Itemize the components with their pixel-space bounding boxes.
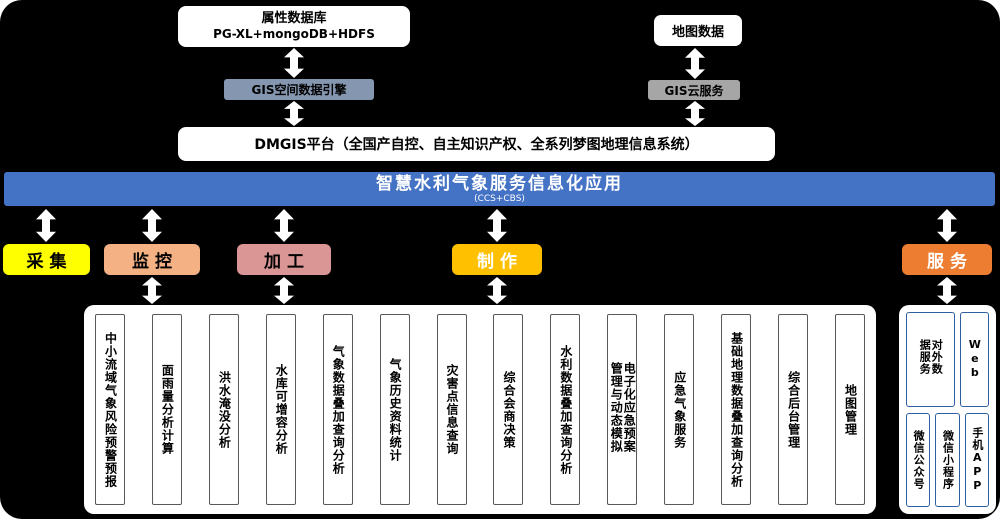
double-arrow-icon: [487, 209, 507, 242]
external-data-service-label: 对外数据服务: [918, 339, 944, 376]
module-label: 水利数据叠加查询分析: [558, 344, 573, 475]
map-data-label: 地图数据: [671, 25, 724, 40]
module-box: 水库可增容分析: [265, 314, 296, 505]
external-data-service-cell: 对外数据服务: [906, 312, 955, 407]
wechat-mini-label: 微信小程序: [941, 429, 955, 490]
module-box: 面雨量分析计算: [151, 314, 182, 505]
double-arrow-icon: [487, 277, 507, 304]
web-cell: Web: [959, 312, 989, 407]
module-box: 气象数据叠加查询分析: [322, 314, 353, 505]
stage-process-label: 加工: [264, 252, 310, 272]
module-label: 综合会商决策: [501, 370, 516, 449]
application-banner: 智慧水利气象服务信息化应用 (CCS+CBS): [4, 172, 995, 206]
double-arrow-icon: [284, 101, 304, 126]
gis-cloud-service-label: GIS云服务: [664, 83, 724, 98]
gis-spatial-engine-label: GIS空间数据引擎: [251, 83, 347, 97]
double-arrow-icon: [142, 209, 162, 242]
module-label: 地图管理: [843, 383, 858, 436]
services-panel-top-row: 对外数据服务 Web: [906, 312, 989, 407]
double-arrow-icon: [937, 277, 957, 304]
wechat-mini-cell: 微信小程序: [935, 412, 960, 507]
map-data-box: 地图数据: [654, 15, 742, 46]
web-label: Web: [968, 338, 982, 381]
gis-spatial-engine-box: GIS空间数据引擎: [224, 79, 374, 100]
module-label: 气象数据叠加查询分析: [331, 344, 346, 475]
module-box: 地图管理: [834, 314, 865, 505]
application-banner-title: 智慧水利气象服务信息化应用: [376, 173, 623, 194]
module-box: 综合会商决策: [493, 314, 524, 505]
module-box: 综合后台管理: [778, 314, 809, 505]
module-label: 气象历史资料统计: [388, 357, 403, 462]
double-arrow-icon: [274, 277, 294, 304]
dmgis-platform-bar: DMGIS平台（全国产自控、自主知识产权、全系列梦图地理信息系统）: [178, 127, 775, 161]
module-label: 洪水淹没分析: [217, 370, 232, 449]
module-label: 灾害点信息查询: [445, 364, 460, 455]
attribute-database-subtitle: PG-XL+mongoDB+HDFS: [213, 27, 375, 41]
double-arrow-icon: [142, 277, 162, 304]
module-box: 洪水淹没分析: [208, 314, 239, 505]
module-label: 水库可增容分析: [274, 364, 289, 455]
module-label: 中小流域气象风险预警预报: [103, 331, 118, 488]
module-box: 应急气象服务: [664, 314, 695, 505]
module-box: 水利数据叠加查询分析: [550, 314, 581, 505]
mobile-app-label: 手机APP: [970, 426, 984, 493]
stage-produce-label: 制作: [477, 252, 523, 272]
module-box: 电子化应急预案管理与动态模拟: [607, 314, 638, 505]
stage-collect-label: 采集: [26, 252, 73, 272]
stage-process: 加工: [237, 244, 331, 275]
module-box: 气象历史资料统计: [379, 314, 410, 505]
wechat-official-label: 微信公众号: [912, 429, 926, 490]
gis-cloud-service-box: GIS云服务: [648, 80, 740, 100]
module-label: 面雨量分析计算: [160, 364, 175, 455]
mobile-app-cell: 手机APP: [964, 412, 989, 507]
attribute-database-box: 属性数据库 PG-XL+mongoDB+HDFS: [178, 6, 410, 47]
stage-monitor-label: 监控: [132, 252, 178, 272]
module-box: 灾害点信息查询: [436, 314, 467, 505]
double-arrow-icon: [36, 209, 56, 242]
stage-service: 服务: [902, 244, 992, 275]
application-banner-subtitle: (CCS+CBS): [474, 193, 525, 204]
module-label: 应急气象服务: [672, 370, 687, 449]
module-label: 电子化应急预案管理与动态模拟: [609, 362, 637, 453]
double-arrow-icon: [937, 209, 957, 242]
double-arrow-icon: [274, 209, 294, 242]
double-arrow-icon: [685, 101, 705, 126]
stage-collect: 采集: [3, 244, 90, 275]
double-arrow-icon: [685, 48, 705, 79]
module-box: 中小流域气象风险预警预报: [95, 314, 125, 505]
stage-service-label: 服务: [927, 252, 973, 272]
module-box: 基础地理数据叠加查询分析: [721, 314, 752, 505]
services-panel: 对外数据服务 Web 微信公众号 微信小程序 手机APP: [899, 305, 996, 514]
services-panel-bottom-row: 微信公众号 微信小程序 手机APP: [906, 412, 989, 507]
wechat-official-cell: 微信公众号: [906, 412, 931, 507]
module-label: 基础地理数据叠加查询分析: [729, 331, 744, 488]
attribute-database-title: 属性数据库: [261, 11, 327, 26]
module-label: 综合后台管理: [786, 370, 801, 449]
modules-panel: 中小流域气象风险预警预报 面雨量分析计算 洪水淹没分析 水库可增容分析 气象数据…: [84, 305, 876, 514]
stage-monitor: 监控: [104, 244, 200, 275]
double-arrow-icon: [284, 48, 304, 78]
dmgis-platform-label: DMGIS平台（全国产自控、自主知识产权、全系列梦图地理信息系统）: [254, 137, 699, 153]
stage-produce: 制作: [452, 244, 542, 275]
